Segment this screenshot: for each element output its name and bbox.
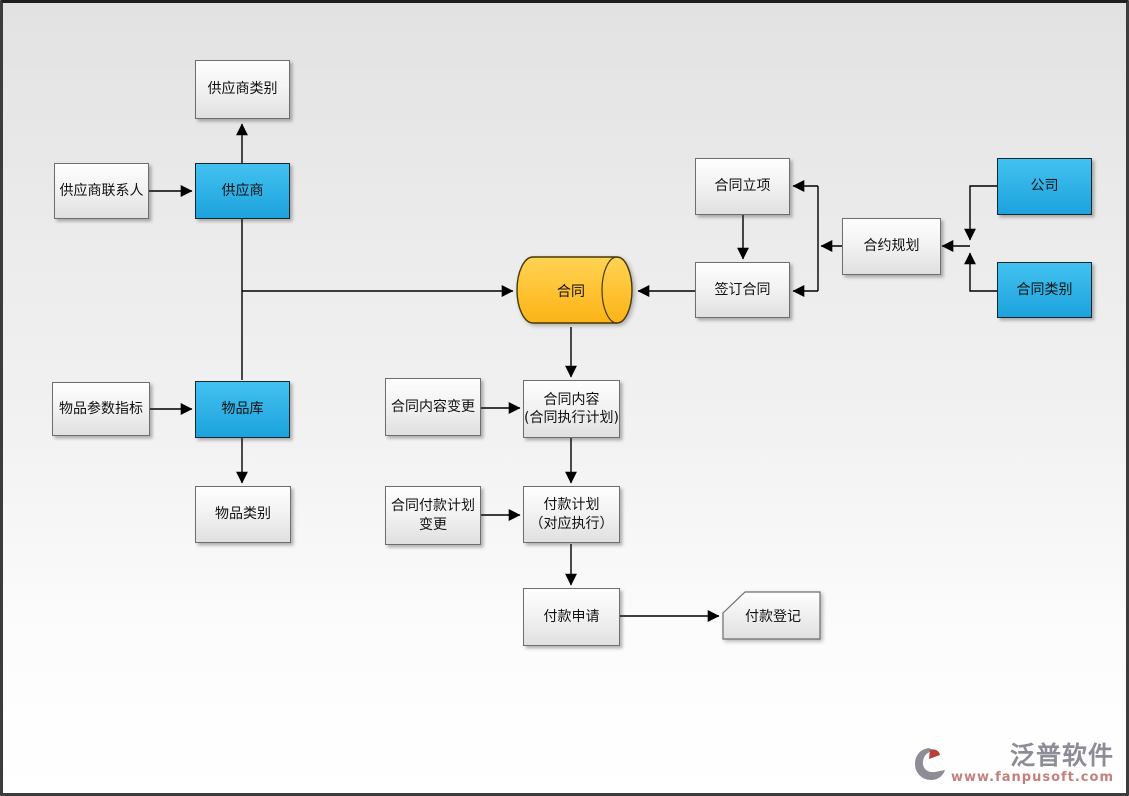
node-item-library: 物品库 <box>195 381 290 438</box>
payment-registration-shape <box>722 591 821 640</box>
node-supplier-contact: 供应商联系人 <box>54 163 149 219</box>
node-label: 合同类别 <box>1016 281 1073 298</box>
node-label-line2: (合同执行计划) <box>524 410 619 426</box>
node-supplier: 供应商 <box>195 163 290 219</box>
node-contract-content-change: 合同内容变更 <box>385 378 481 436</box>
node-label: 供应商类别 <box>207 81 278 98</box>
node-label-line1: 付款计划 <box>543 497 600 514</box>
node-item-category: 物品类别 <box>195 486 291 543</box>
node-supplier-category: 供应商类别 <box>195 60 290 119</box>
node-contract-planning: 合约规划 <box>842 218 941 275</box>
brand-url: www.fanpusoft.com <box>950 770 1114 785</box>
node-label: 签订合同 <box>714 281 771 298</box>
brand-watermark: 泛普软件 www.fanpusoft.com <box>913 743 1114 785</box>
fanpu-logo-icon <box>914 748 945 780</box>
node-contract-initiation: 合同立项 <box>695 158 790 215</box>
node-payment-request: 付款申请 <box>523 588 620 646</box>
node-label: 物品类别 <box>215 506 271 523</box>
node-label-line2: （对应执行） <box>529 515 614 532</box>
node-label: 供应商联系人 <box>59 182 144 199</box>
node-label: 合同内容变更 <box>391 398 475 415</box>
node-payment-plan-change: 合同付款计划 变更 <box>385 486 481 545</box>
node-label: 物品参数指标 <box>59 400 143 417</box>
node-contract-category: 合同类别 <box>997 262 1092 318</box>
node-label: 物品库 <box>221 401 264 418</box>
node-payment-plan: 付款计划 （对应执行） <box>523 486 620 543</box>
contract-cylinder-shape <box>516 256 633 324</box>
brand-name: 泛普软件 <box>1009 741 1114 770</box>
node-label-line1: 合同内容 <box>543 391 600 408</box>
node-item-params: 物品参数指标 <box>52 382 150 436</box>
node-company: 公司 <box>997 158 1092 215</box>
node-label: 合同立项 <box>714 178 771 195</box>
node-label: 付款申请 <box>543 608 600 625</box>
node-contract-content: 合同内容 (合同执行计划) <box>523 380 620 438</box>
node-label-line2: 变更 <box>419 516 447 533</box>
connector-lines <box>149 123 997 622</box>
node-label: 合约规划 <box>863 238 920 255</box>
node-label: 公司 <box>1030 178 1059 195</box>
node-label: 供应商 <box>221 182 264 199</box>
node-label-line1: 合同付款计划 <box>391 498 475 515</box>
node-sign-contract: 签订合同 <box>695 262 790 318</box>
